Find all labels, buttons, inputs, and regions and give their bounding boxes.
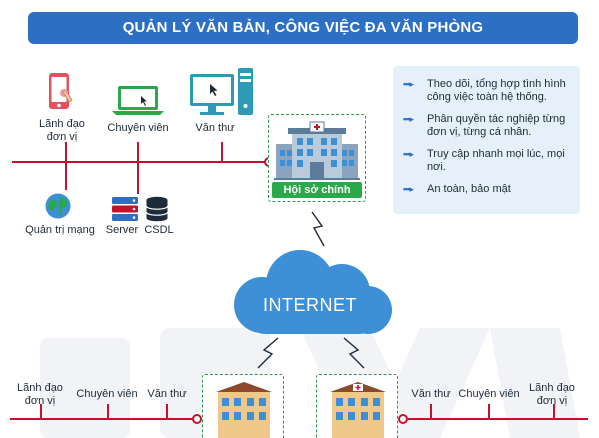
cloud-icon xyxy=(234,250,392,334)
network-tick xyxy=(166,404,168,418)
desktop-computer-icon xyxy=(190,68,253,115)
device-label-van-thu: Văn thư xyxy=(195,122,235,134)
headquarters-label: Hội sở chính xyxy=(272,182,362,198)
feature-item: •••▸ Truy cập nhanh mọi lúc, mọi nơi. xyxy=(403,148,572,174)
branch-office-icon xyxy=(216,382,272,438)
device-label-lanh-dao: Lãnh đạo đơn vị xyxy=(529,382,575,407)
connection-bolt-icon xyxy=(257,337,279,369)
feature-list: •••▸ Theo dõi, tổng hợp tình hình công v… xyxy=(393,66,580,214)
feature-text: Truy cập nhanh mọi lúc, mọi nơi. xyxy=(427,148,565,173)
feature-item: •••▸ Theo dõi, tổng hợp tình hình công v… xyxy=(403,78,572,104)
arrow-bullet-icon: •••▸ xyxy=(403,79,414,89)
network-tick xyxy=(65,142,67,162)
network-tick xyxy=(107,404,109,418)
device-label-van-thu: Văn thư xyxy=(411,388,451,400)
smartphone-icon xyxy=(49,73,73,109)
connection-bolt-icon xyxy=(311,211,325,247)
internet-label: INTERNET xyxy=(263,295,357,315)
bottom-left-network-line xyxy=(10,418,196,420)
office-building-icon xyxy=(274,121,360,180)
bottom-right-network-line xyxy=(408,418,588,420)
database-icon xyxy=(145,196,169,222)
feature-item: •••▸ Phân quyền tác nghiệp từng đơn vị, … xyxy=(403,113,572,139)
top-network-line xyxy=(12,161,266,163)
network-node xyxy=(398,414,408,424)
service-label-quan-tri-mang: Quản trị mạng xyxy=(25,224,95,236)
device-label-lanh-dao: Lãnh đạo đơn vị xyxy=(17,382,63,407)
device-label-chuyen-vien: Chuyên viên xyxy=(107,122,169,134)
network-tick xyxy=(137,142,139,162)
arrow-bullet-icon: •••▸ xyxy=(403,114,414,124)
page-title-banner: QUẢN LÝ VĂN BẢN, CÔNG VIỆC ĐA VĂN PHÒNG xyxy=(28,12,578,44)
device-label-van-thu: Văn thư xyxy=(147,388,187,400)
service-label-csdl: CSDL xyxy=(144,224,174,236)
feature-text: An toàn, bảo mật xyxy=(427,183,511,195)
service-label-server: Server xyxy=(105,224,139,236)
device-label-chuyen-vien: Chuyên viên xyxy=(458,388,520,400)
arrow-bullet-icon: •••▸ xyxy=(403,184,414,194)
globe-icon xyxy=(45,193,71,219)
feature-text: Theo dõi, tổng hợp tình hình công việc t… xyxy=(427,78,566,103)
page-title: QUẢN LÝ VĂN BẢN, CÔNG VIỆC ĐA VĂN PHÒNG xyxy=(122,19,484,36)
feature-text: Phân quyền tác nghiệp từng đơn vị, từng … xyxy=(427,113,566,138)
laptop-icon xyxy=(112,86,164,115)
feature-item: •••▸ An toàn, bảo mật xyxy=(403,183,572,196)
device-label-chuyen-vien: Chuyên viên xyxy=(76,388,138,400)
network-tick xyxy=(40,404,42,418)
network-tick xyxy=(137,162,139,194)
network-tick xyxy=(221,142,223,162)
branch-office-icon xyxy=(330,382,386,438)
network-tick xyxy=(430,404,432,418)
server-icon xyxy=(112,197,138,221)
arrow-bullet-icon: •••▸ xyxy=(403,149,414,159)
network-tick xyxy=(488,404,490,418)
device-label-lanh-dao: Lãnh đạo đơn vị xyxy=(39,118,85,143)
network-node xyxy=(192,414,202,424)
network-tick xyxy=(65,162,67,190)
connection-bolt-icon xyxy=(343,337,365,369)
network-tick xyxy=(553,404,555,418)
